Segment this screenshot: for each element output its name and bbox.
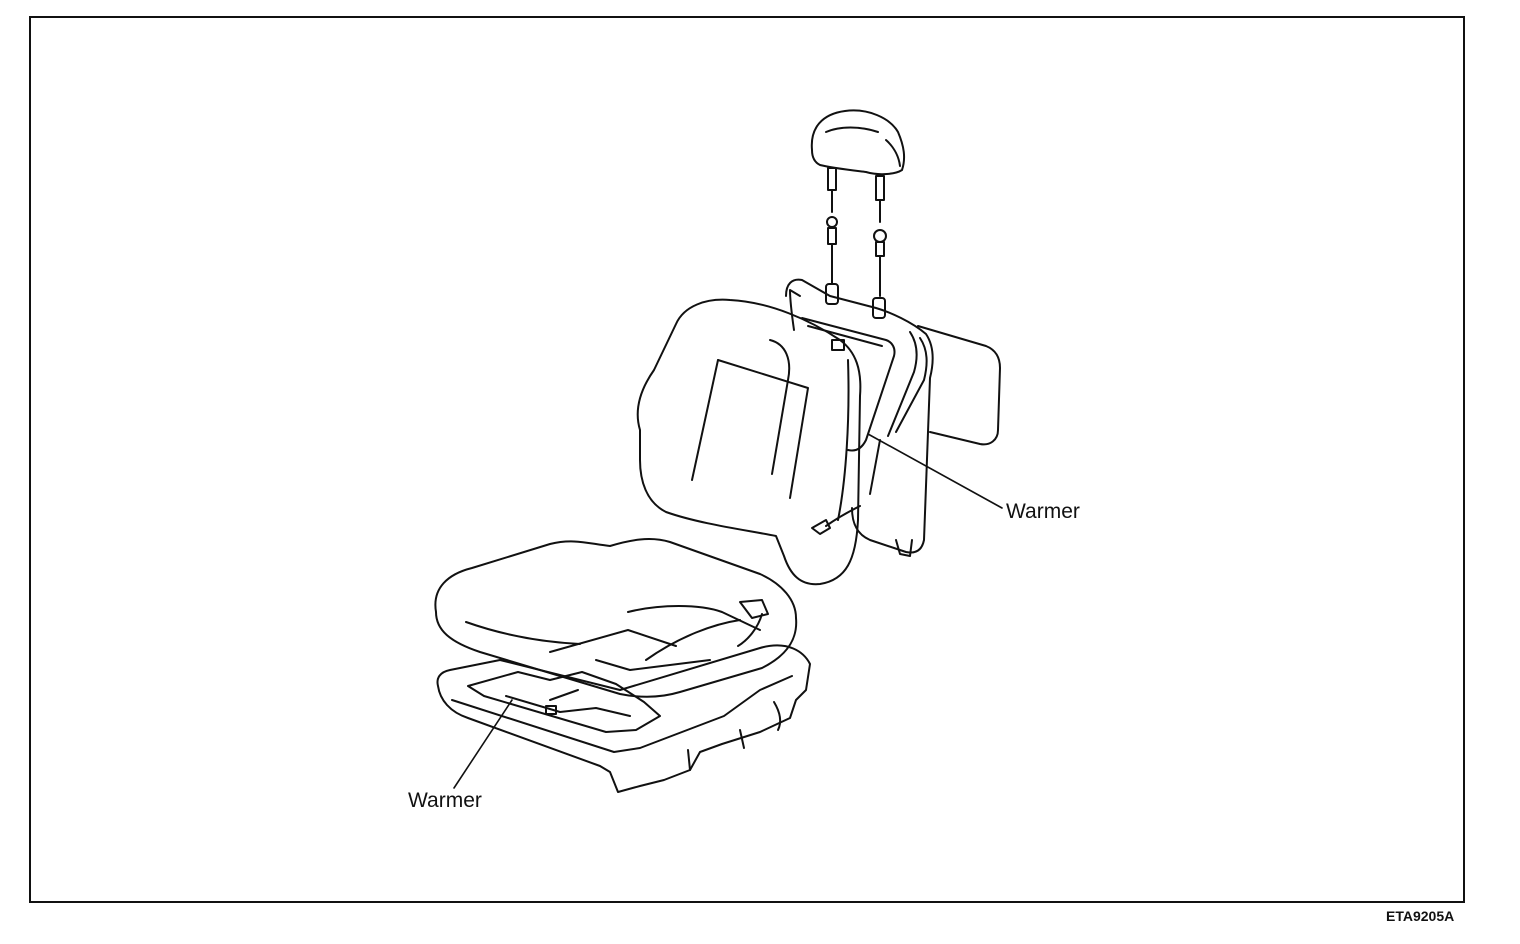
cushion-warmer-label: Warmer — [408, 789, 482, 812]
seat-warmer-pad — [468, 672, 660, 732]
seat-cushion — [435, 539, 796, 697]
figure-code: ETA9205A — [1386, 908, 1455, 924]
backrest-warmer-pad — [802, 318, 895, 494]
backrest-cushion — [638, 300, 861, 585]
backrest-warmer-leader — [868, 434, 1002, 508]
backrest-warmer-label: Warmer — [1006, 500, 1080, 523]
headrest — [812, 110, 904, 174]
headrest-guides — [826, 284, 885, 318]
figure-frame — [29, 16, 1465, 903]
backrest-side-wing — [918, 326, 1000, 444]
backrest-frame — [786, 280, 933, 556]
headrest-stays — [827, 168, 886, 296]
seat-base-frame — [438, 645, 811, 792]
cushion-warmer-leader — [454, 700, 512, 788]
